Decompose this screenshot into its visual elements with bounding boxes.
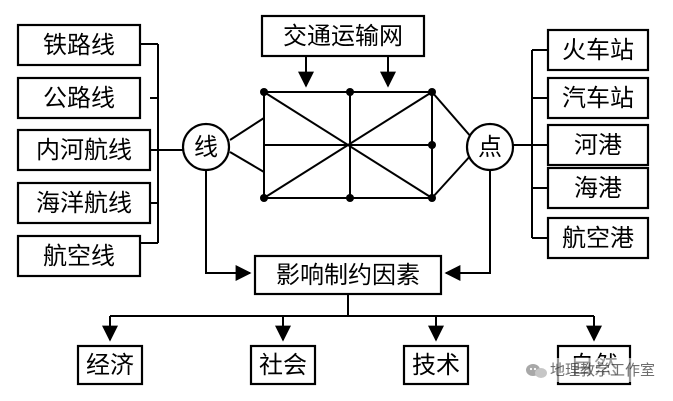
factor-technology: 技术 xyxy=(412,351,460,379)
factor-box-economy xyxy=(76,344,144,386)
factors-branch xyxy=(110,294,594,317)
grid-to-point-upper xyxy=(431,91,473,139)
factors-label: 影响制约因素 xyxy=(276,261,420,289)
point-type-seaport: 海港 xyxy=(574,174,622,202)
line-circle-label: 线 xyxy=(194,133,218,161)
point-type-box-train-station xyxy=(546,28,650,72)
point-type-bus-station: 汽车站 xyxy=(562,84,634,112)
line-to-grid-upper xyxy=(229,117,265,141)
line-type-box-highway xyxy=(16,76,142,120)
point-type-box-river-port xyxy=(546,123,650,167)
line-type-ocean-route: 海洋航线 xyxy=(36,189,132,217)
line-type-highway: 公路线 xyxy=(43,84,115,112)
line-type-air-route: 航空线 xyxy=(43,242,115,270)
line-type-railway: 铁路线 xyxy=(43,31,115,59)
line-type-box-railway xyxy=(16,23,142,67)
grid-to-point-lower xyxy=(431,153,473,199)
factor-box-society xyxy=(249,344,317,386)
point-circle-label: 点 xyxy=(478,133,502,161)
point-type-box-airport xyxy=(546,216,650,260)
watermark-text: 地理教学工作室 xyxy=(550,361,655,379)
factor-society: 社会 xyxy=(259,351,307,379)
line-to-grid-lower xyxy=(229,151,265,173)
watermark: 地理教学工作室 xyxy=(522,358,660,382)
wechat-icon xyxy=(526,364,547,378)
point-type-river-port: 河港 xyxy=(574,131,622,159)
point-type-box-bus-station xyxy=(546,76,650,120)
line-types-bracket xyxy=(140,43,183,244)
line-type-box-inland-waterway xyxy=(16,128,152,172)
line-to-factors-arrow xyxy=(205,170,252,281)
network-grid xyxy=(260,88,436,202)
point-to-factors-arrow xyxy=(444,170,491,281)
line-type-box-air-route xyxy=(16,234,142,278)
point-type-box-seaport xyxy=(546,166,650,210)
line-type-box-ocean-route xyxy=(16,181,152,225)
factor-box-technology xyxy=(402,344,470,386)
point-type-airport: 航空港 xyxy=(562,224,634,252)
line-type-inland-waterway: 内河航线 xyxy=(36,136,132,164)
network-title-box xyxy=(260,14,426,58)
factor-economy: 经济 xyxy=(86,351,134,379)
network-title: 交通运输网 xyxy=(283,22,403,50)
point-type-train-station: 火车站 xyxy=(562,36,634,64)
point-types-bracket xyxy=(513,49,548,239)
factors-box xyxy=(253,254,443,296)
